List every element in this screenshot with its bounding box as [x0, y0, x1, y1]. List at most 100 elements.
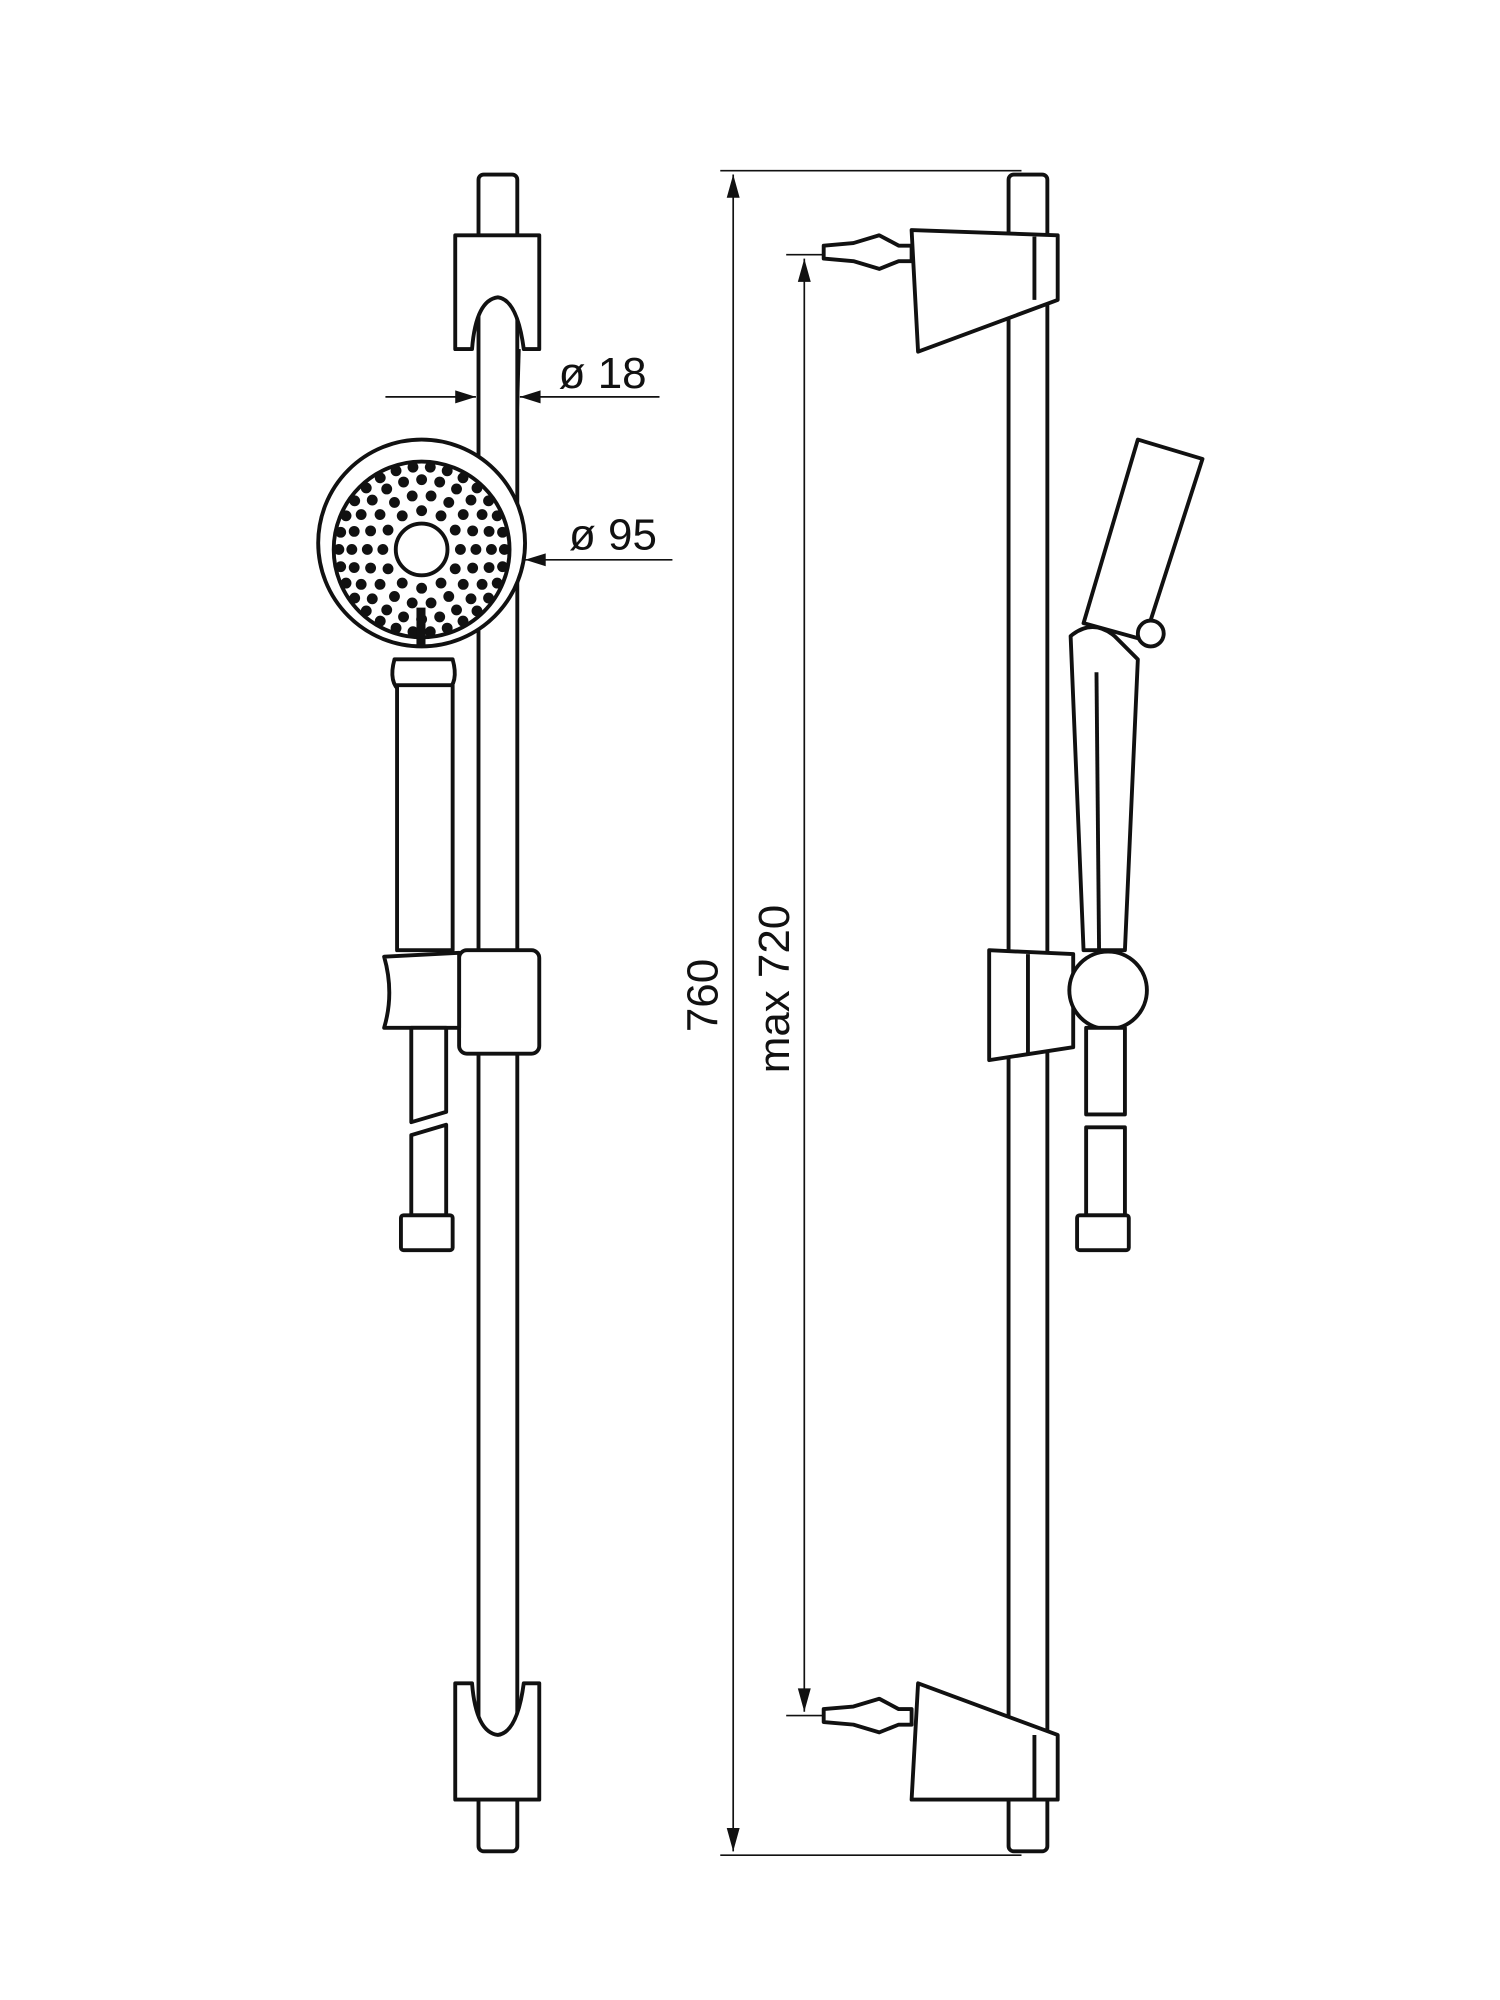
nozzle-dot [465, 593, 477, 605]
nozzle-dot [497, 561, 508, 573]
nozzle-dot [365, 525, 377, 537]
hose-nut-front [398, 1213, 455, 1253]
nozzle-dot [434, 476, 446, 488]
nozzle-dot [486, 544, 497, 555]
nozzle-dot [435, 577, 447, 589]
nozzle-dot [349, 592, 361, 604]
handle [395, 683, 455, 953]
nozzle-dot [349, 495, 361, 507]
nozzle-dot [396, 510, 408, 522]
nozzle-dot [335, 526, 347, 538]
nozzle-dot [498, 544, 510, 555]
nozzle-dot [434, 611, 446, 623]
nozzle-dot [361, 544, 373, 555]
nozzle-dot [457, 615, 469, 627]
nozzle-dot [454, 544, 466, 555]
nozzle-dot [335, 561, 347, 573]
max-fixing-distance-label: max 720 [750, 905, 799, 1074]
nozzle-dot [471, 482, 483, 494]
nozzle-dot [451, 604, 462, 616]
nozzle-dot [441, 465, 453, 477]
nozzle-dot [425, 490, 437, 502]
nozzle-dot [457, 509, 469, 520]
overall-length-label: 760 [679, 959, 728, 1032]
nozzle-dot [390, 465, 402, 477]
nozzle-dot [470, 544, 482, 555]
front-view: ø 18 ø 95 [316, 172, 673, 1854]
nozzle-dot [406, 597, 418, 609]
bottom-bracket-front [453, 1681, 542, 1802]
nozzle-dot [381, 483, 393, 495]
nozzle-dot [457, 472, 469, 484]
dimension-overall-length: 760 [679, 169, 1022, 1857]
rail-diameter-label: ø 18 [559, 349, 647, 398]
hose-nut-side [1075, 1213, 1131, 1253]
wall-plug-bottom [821, 1696, 914, 1735]
nozzle-dot [465, 494, 477, 506]
nozzle-dot [467, 562, 479, 574]
nozzle-dot [416, 505, 428, 517]
nozzle-dot [398, 476, 409, 488]
head-diameter-label: ø 95 [569, 510, 657, 559]
nozzle-dot [491, 510, 503, 522]
top-bracket-side [821, 228, 1060, 354]
nozzle-dot [441, 622, 453, 634]
nozzle-dot [406, 490, 418, 502]
nozzle-dot [389, 591, 400, 602]
nozzle-dot [360, 605, 372, 617]
nozzle-dot [396, 577, 408, 589]
bottom-bracket-side [821, 1681, 1060, 1802]
nozzle-dot [374, 578, 386, 590]
nozzle-dot [374, 615, 386, 627]
center-nozzle [393, 521, 450, 578]
nozzle-dot [483, 525, 495, 537]
hose-front [409, 1025, 449, 1218]
dimension-max-fixing-distance: max 720 [750, 253, 828, 1717]
nozzle-dot [366, 593, 378, 605]
nozzle-dot [424, 461, 436, 473]
nozzle-dot [407, 461, 419, 473]
nozzle-dot [346, 544, 358, 555]
nozzle-dot [491, 577, 503, 589]
nozzle-dot [416, 582, 428, 594]
nozzle-dot [382, 524, 394, 536]
nozzle-dot [381, 604, 393, 616]
nozzle-dot [340, 577, 352, 589]
dimension-rail-diameter: ø 18 [385, 349, 660, 440]
nozzle-dot [366, 494, 378, 506]
top-bracket-front [453, 233, 542, 352]
nozzle-dot [443, 591, 455, 602]
nozzle-dot [389, 496, 400, 508]
nozzle-dot [333, 544, 345, 555]
nozzle-dot [449, 563, 461, 575]
nozzle-dot [449, 524, 461, 536]
hose-holder-side [1067, 949, 1149, 1032]
nozzle-dot [377, 544, 389, 555]
dimension-head-diameter: ø 95 [525, 510, 673, 567]
nozzle-dot [374, 472, 386, 484]
nozzle-dot [467, 525, 479, 537]
nozzle-dot [476, 578, 488, 590]
nozzle-dot [435, 510, 447, 522]
nozzle-dot [451, 483, 462, 495]
nozzle-dot [360, 482, 372, 494]
handle-side [1068, 625, 1140, 953]
nozzle-dot [471, 605, 483, 617]
nozzle-dot [374, 509, 386, 520]
nozzle-dot [407, 626, 419, 638]
nozzle-dot [476, 509, 488, 520]
nozzle-dot [483, 592, 494, 604]
nozzle-dot [348, 525, 360, 537]
nozzle-dot [398, 611, 409, 623]
nozzle-dot [382, 563, 394, 575]
mode-indicator [416, 607, 426, 647]
hand-shower-side [1068, 437, 1205, 953]
slider-side [987, 948, 1076, 1063]
nozzle-dot [424, 626, 436, 638]
slider-front [457, 948, 542, 1056]
wall-plug-top [821, 233, 914, 271]
nozzle-dot [390, 622, 402, 634]
nozzle-dot [497, 526, 508, 538]
spray-nozzles [333, 461, 510, 638]
